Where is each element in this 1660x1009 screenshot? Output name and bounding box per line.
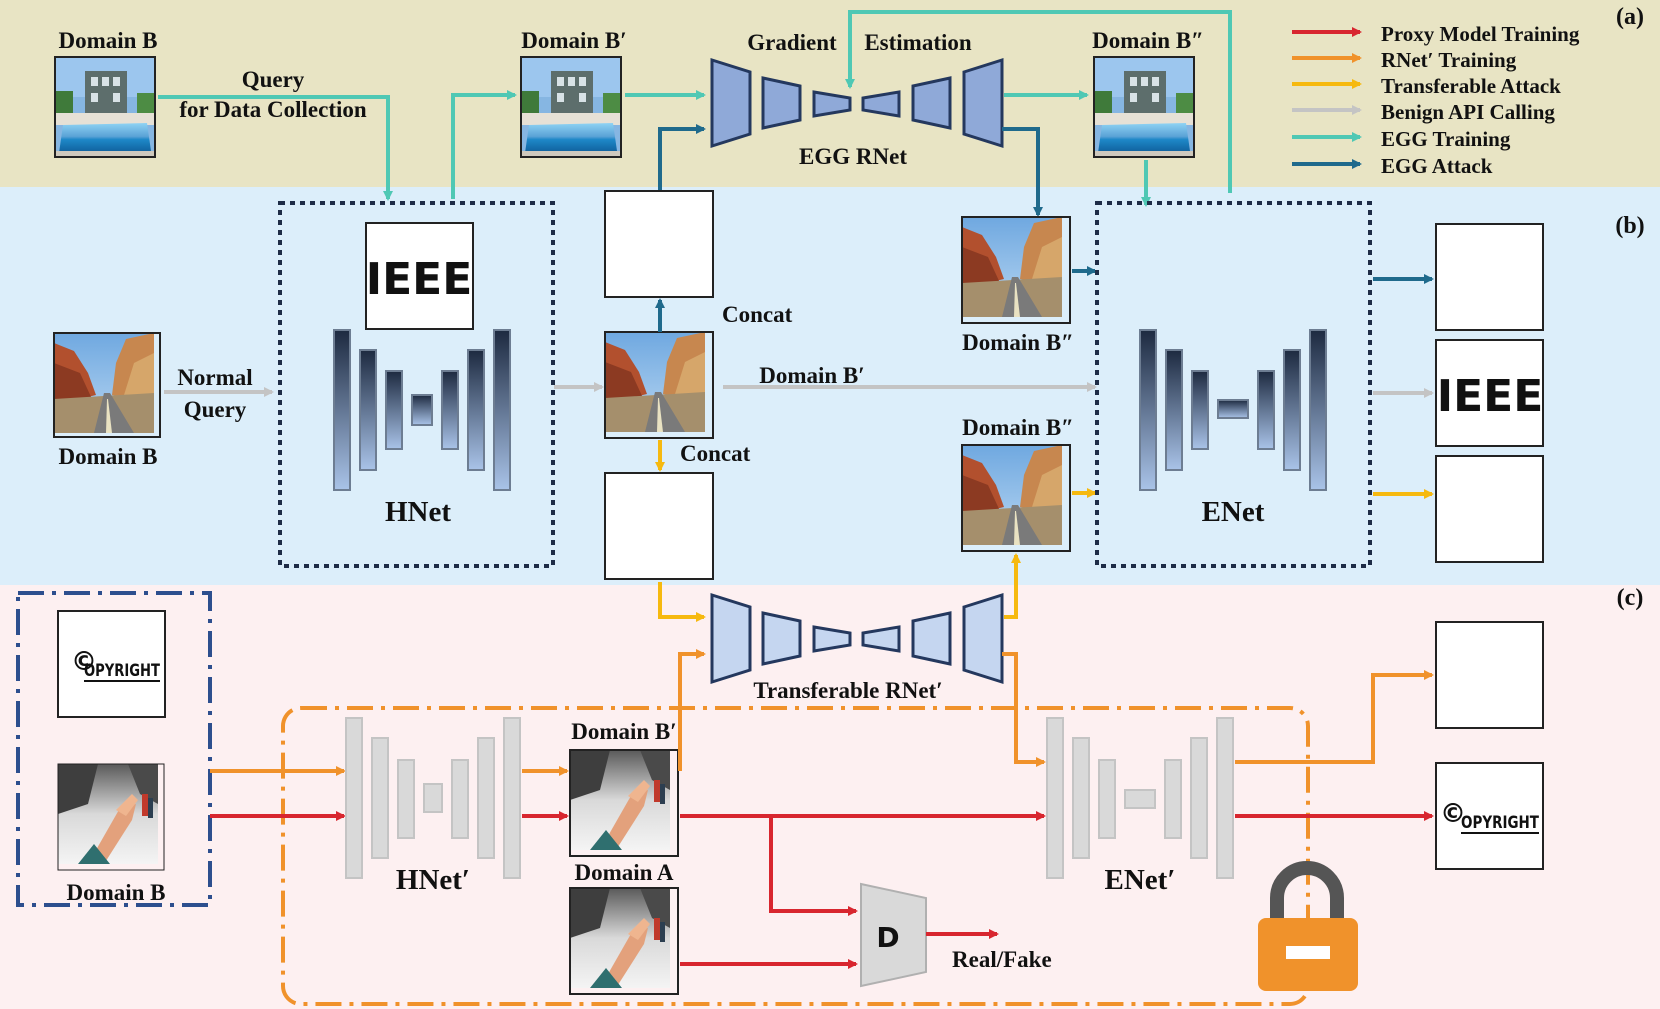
b-stego-image	[604, 331, 714, 439]
arrow-query-data-collection	[158, 95, 393, 201]
hnet-block	[333, 329, 511, 491]
c-copyright-text: OPYRIGHT	[84, 661, 160, 681]
b-domain-b-dprime-bottom-label: Domain B″	[962, 415, 1074, 440]
legend-label-benign: Benign API Calling	[1381, 100, 1555, 124]
arrow-concat-to-transfer-rnet	[658, 582, 706, 622]
legend-label-proxy: Proxy Model Training	[1381, 22, 1580, 46]
hnet-label: HNet	[385, 496, 451, 528]
concat-bottom-label: Concat	[680, 441, 751, 466]
normal-query-label: Query	[184, 397, 247, 422]
enet-prime-block	[1046, 717, 1234, 879]
arrow-gradient-estimation-loop	[845, 10, 1232, 193]
arrow-concat-to-egg	[658, 124, 706, 191]
legend-label-egg-training: EGG Training	[1381, 127, 1511, 151]
hnet-box	[278, 201, 555, 568]
estimation-label: Estimation	[864, 30, 972, 55]
arrow-egg-to-canyon-top	[1002, 127, 1043, 217]
output-copyright-logo: © OPYRIGHT	[1435, 762, 1544, 870]
output-attack-box	[1435, 223, 1544, 331]
a-domain-b-label: Domain B	[58, 28, 157, 53]
concat-top-box	[604, 190, 714, 298]
b-domain-b-dprime-top-label: Domain B″	[962, 330, 1074, 355]
arrow-stego-to-discriminator	[769, 816, 858, 916]
a-domain-b-dprime-image	[1093, 56, 1195, 158]
concat-bottom-box	[604, 472, 714, 580]
arrow-enet-prime-orange-out	[1235, 670, 1434, 764]
panel-c-tag: (c)	[1617, 585, 1644, 611]
real-fake-label: Real/Fake	[952, 947, 1052, 972]
concat-top-label: Concat	[722, 302, 793, 327]
transferable-rnet-block	[710, 592, 1004, 685]
a-domain-b-image	[54, 56, 156, 158]
hnet-ieee-text: IEEE	[366, 254, 473, 305]
b-canyon-top-image	[961, 216, 1071, 324]
output-copyright-symbol: ©	[1440, 799, 1466, 829]
normal-label: Normal	[177, 365, 252, 390]
a-domain-b-prime-label: Domain B′	[521, 28, 627, 53]
c-domain-b-prime-label: Domain B′	[571, 719, 677, 744]
c-domain-b-label: Domain B	[66, 880, 165, 905]
b-canyon-bottom-image	[961, 444, 1071, 552]
lock-icon	[1258, 861, 1358, 991]
arrow-stego-to-rnet-training	[678, 649, 706, 771]
arrow-transfer-rnet-to-canyon	[1004, 553, 1021, 619]
b-domain-b-image	[53, 332, 161, 438]
legend-label-transferable: Transferable Attack	[1381, 74, 1561, 98]
domain-a-label: Domain A	[574, 860, 673, 885]
egg-rnet-block	[710, 57, 1004, 149]
legend-label-egg-attack: EGG Attack	[1381, 154, 1493, 178]
panel-c-background	[0, 585, 1660, 1009]
c-copyright-symbol: ©	[71, 647, 97, 677]
hnet-prime-label: HNet′	[396, 864, 470, 896]
output-rnet-box	[1435, 621, 1544, 729]
enet-prime-label: ENet′	[1105, 864, 1176, 896]
locked-region	[281, 706, 1310, 1006]
arrow-rnet-to-enet-prime	[1002, 652, 1046, 767]
c-domain-b-image	[57, 763, 165, 871]
output-transfer-box	[1435, 455, 1544, 563]
output-ieee-logo: IEEE	[1435, 339, 1544, 447]
panel-a-tag: (a)	[1616, 4, 1644, 30]
b-domain-b-label: Domain B	[58, 444, 157, 469]
output-ieee-text: IEEE	[1437, 371, 1544, 422]
a-query-label: Query	[242, 67, 305, 92]
c-stego-image	[569, 749, 679, 857]
b-domain-b-prime-label: Domain B′	[759, 363, 865, 388]
hnet-ieee-logo: IEEE	[365, 222, 474, 330]
egg-rnet-label: EGG RNet	[799, 144, 907, 169]
hnet-prime-block	[345, 717, 521, 879]
c-copyright-logo: © OPYRIGHT	[57, 610, 166, 718]
enet-box	[1095, 201, 1372, 568]
a-data-collection-label: for Data Collection	[179, 97, 367, 122]
enet-block	[1139, 329, 1327, 491]
output-copyright-text: OPYRIGHT	[1461, 813, 1539, 833]
legend: Proxy Model Training RNet′ Training Tran…	[1292, 22, 1580, 178]
discriminator-label: D	[876, 921, 899, 954]
a-domain-b-dprime-label: Domain B″	[1092, 28, 1204, 53]
panel-b-tag: (b)	[1615, 213, 1644, 239]
a-domain-b-prime-image	[520, 56, 622, 158]
transferable-rnet-label: Transferable RNet′	[753, 678, 942, 703]
gradient-label: Gradient	[747, 30, 837, 55]
arrow-hnet-to-domain-b-prime	[451, 90, 517, 199]
c-input-box	[16, 591, 212, 907]
enet-label: ENet	[1202, 496, 1265, 528]
discriminator-block	[860, 882, 927, 988]
domain-a-image	[569, 887, 679, 995]
legend-label-rnet: RNet′ Training	[1381, 48, 1517, 72]
